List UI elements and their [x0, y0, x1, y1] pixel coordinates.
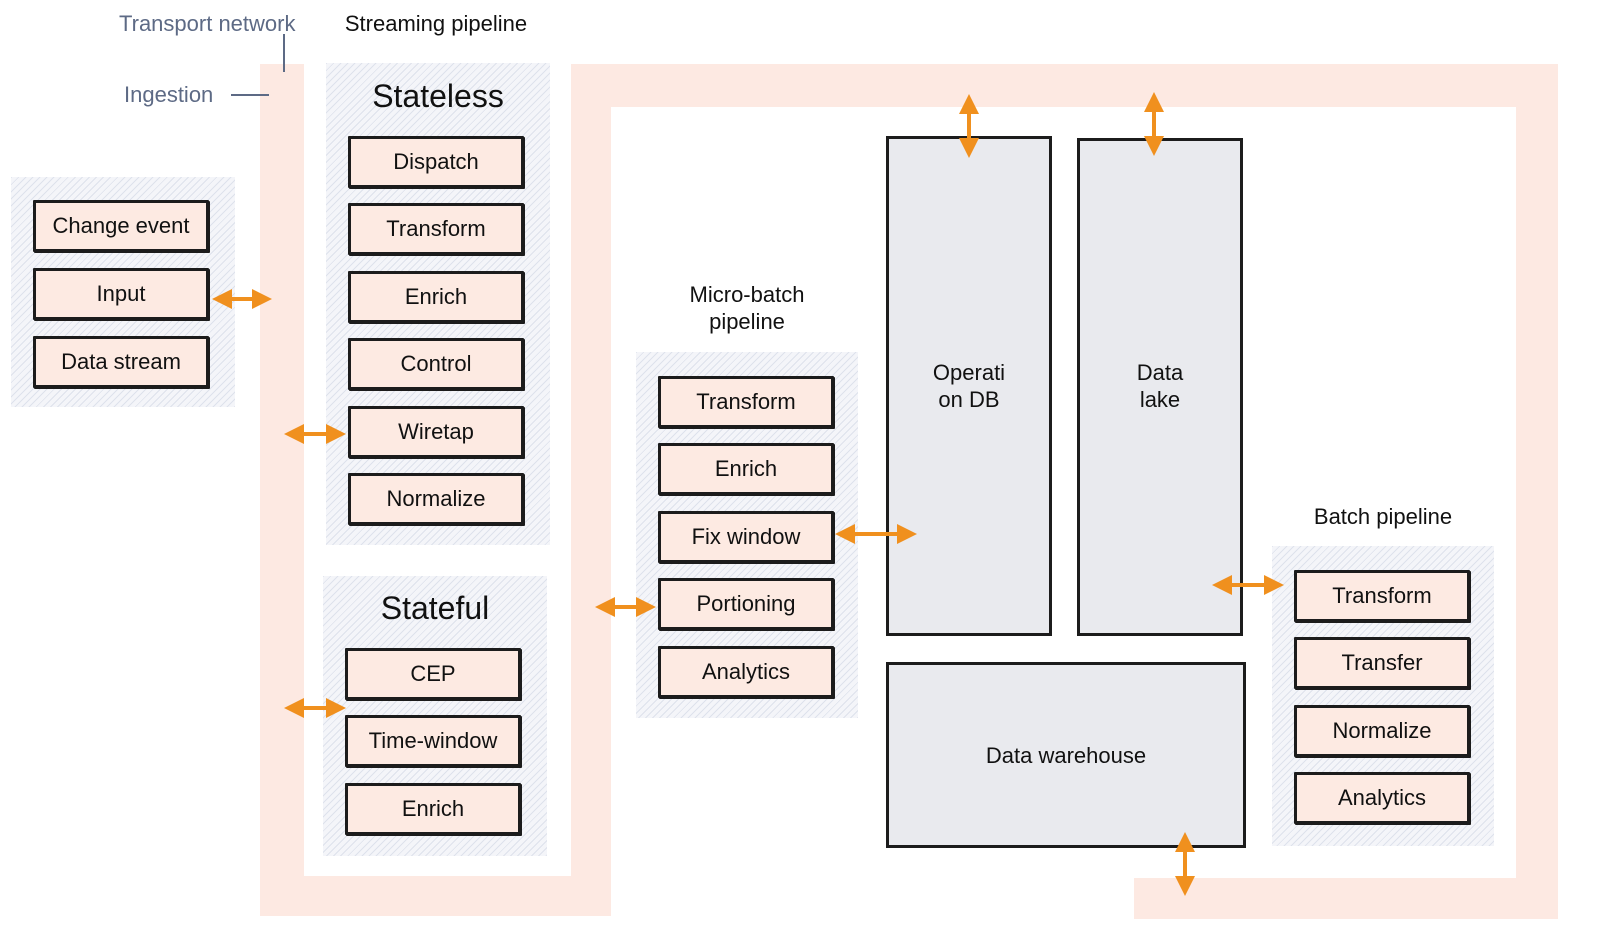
ingestion-leader — [231, 94, 269, 96]
transport-band-ingestion — [260, 64, 304, 916]
batch-analytics: Analytics — [1294, 772, 1470, 824]
transport-band-bottom-left — [260, 876, 611, 916]
data-warehouse: Data warehouse — [886, 662, 1246, 848]
transport-band-middle — [571, 64, 611, 916]
data-lake: Data lake — [1077, 138, 1243, 636]
batch-normalize: Normalize — [1294, 705, 1470, 757]
batch-transform: Transform — [1294, 570, 1470, 622]
micro-batch-fix-window: Fix window — [658, 511, 834, 563]
ingestion-label: Ingestion — [124, 82, 214, 107]
batch-transfer: Transfer — [1294, 637, 1470, 689]
micro-batch-pipeline-title: Micro-batch pipeline — [689, 282, 805, 334]
streaming-pipeline-title: Streaming pipeline — [344, 11, 528, 36]
stateless-control: Control — [348, 338, 524, 390]
transport-band-bottom-right — [1134, 878, 1558, 919]
micro-batch-enrich: Enrich — [658, 443, 834, 495]
micro-batch-portioning: Portioning — [658, 578, 834, 630]
micro-batch-transform: Transform — [658, 376, 834, 428]
micro-batch-analytics: Analytics — [658, 646, 834, 698]
stateless-wiretap: Wiretap — [348, 406, 524, 458]
stateless-title: Stateless — [372, 78, 504, 114]
stateless-dispatch: Dispatch — [348, 136, 524, 188]
stateful-enrich: Enrich — [345, 783, 521, 835]
stateful-title: Stateful — [380, 590, 490, 626]
source-input: Input — [33, 268, 209, 320]
stateful-cep: CEP — [345, 648, 521, 700]
transport-network-leader — [283, 34, 285, 72]
batch-pipeline-title: Batch pipeline — [1313, 504, 1453, 529]
stateless-normalize: Normalize — [348, 473, 524, 525]
transport-network-label: Transport network — [119, 11, 296, 36]
operation-db: Operati on DB — [886, 136, 1052, 636]
source-change-event: Change event — [33, 200, 209, 252]
transport-band-right — [1516, 64, 1558, 919]
transport-band-top — [571, 64, 1558, 107]
stateless-transform: Transform — [348, 203, 524, 255]
stateful-time-window: Time-window — [345, 715, 521, 767]
stateless-enrich: Enrich — [348, 271, 524, 323]
source-data-stream: Data stream — [33, 336, 209, 388]
